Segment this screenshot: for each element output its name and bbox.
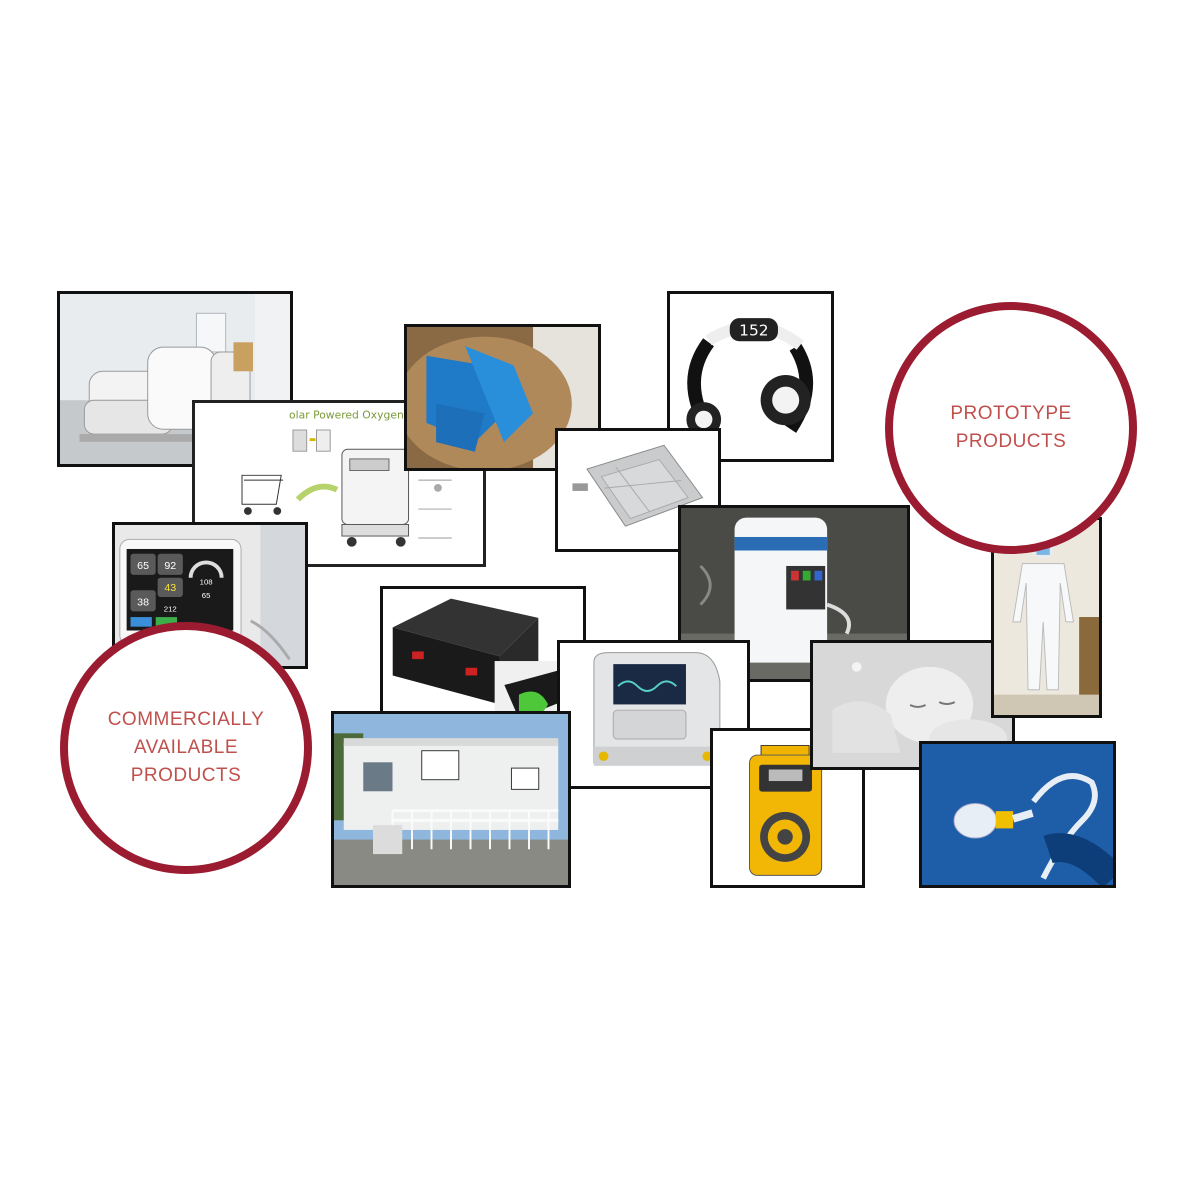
- prototype-products-circle: PROTOTYPE PRODUCTS: [885, 302, 1137, 554]
- battery-box-photo: [380, 586, 586, 738]
- commercial-products-circle: COMMERCIALLY AVAILABLE PRODUCTS: [60, 622, 312, 874]
- wearable-reading: 152: [739, 321, 768, 339]
- monitor-value-1: 92: [164, 560, 176, 572]
- prototype-products-label: PROTOTYPE PRODUCTS: [950, 403, 1072, 452]
- monitor-value-6: 65: [202, 591, 211, 600]
- resuscitator-photo: [919, 741, 1116, 888]
- monitor-value-4: 212: [164, 604, 177, 613]
- monitor-value-0: 65: [137, 560, 149, 572]
- monitor-value-5: 108: [200, 578, 213, 587]
- commercial-products-label: COMMERCIALLY AVAILABLE PRODUCTS: [107, 709, 265, 786]
- solar-title: olar Powered Oxygen: [289, 409, 404, 422]
- mobile-clinic-photo: [331, 711, 571, 888]
- monitor-value-2: 43: [164, 582, 176, 594]
- ppe-suit-photo: [991, 517, 1102, 718]
- masks-basket-photo: [404, 324, 601, 471]
- infant-photo: [810, 640, 1015, 770]
- monitor-value-3: 38: [137, 597, 149, 609]
